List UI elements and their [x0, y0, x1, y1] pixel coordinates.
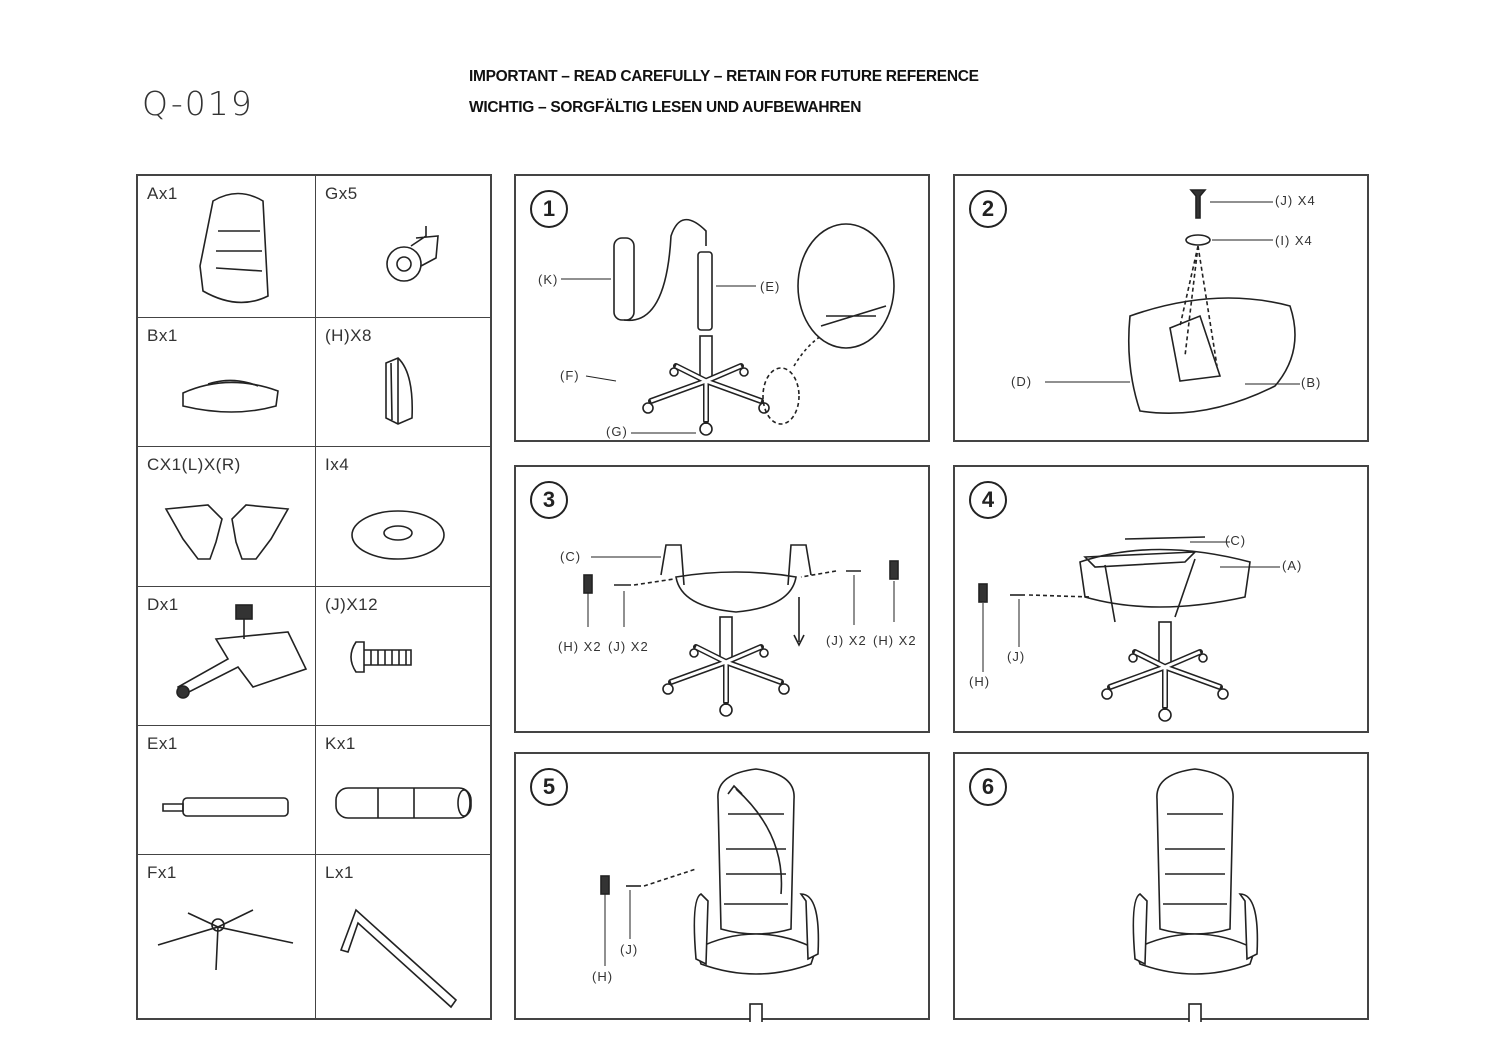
step-2-panel: 2 (J) X4 (I) X4 (D) (B): [953, 174, 1369, 442]
part-label: Dx1: [147, 595, 179, 614]
part-e-gas-lift: Ex1: [138, 726, 316, 855]
backrest-illustration: [199, 192, 269, 304]
gas-lift-illustration: [162, 797, 289, 817]
base-illustration: [157, 909, 294, 971]
part-c-armrests: CX1(L)X(R): [138, 447, 316, 587]
step-number: 6: [969, 768, 1007, 806]
part-d-mechanism: Dx1: [138, 587, 316, 726]
seat-illustration: [182, 379, 279, 413]
cap-illustration: [385, 357, 414, 425]
step-number: 2: [969, 190, 1007, 228]
callout-e: (E): [760, 279, 781, 294]
callout-h: (H): [969, 674, 991, 689]
cover-illustration: [335, 787, 472, 819]
callout-h-x2-right: (H) X2: [873, 633, 917, 648]
step-number: 5: [530, 768, 568, 806]
part-g-caster: Gx5: [316, 176, 492, 318]
callout-d: (D): [1011, 374, 1033, 389]
part-l-hex-key: Lx1: [316, 855, 492, 1020]
part-label: Ix4: [325, 455, 350, 474]
mechanism-illustration: [176, 604, 308, 699]
part-j-bolt: (J)X12: [316, 587, 492, 726]
callout-c: (C): [560, 549, 582, 564]
callout-j-x2-right: (J) X2: [826, 633, 867, 648]
part-i-washer: Ix4: [316, 447, 492, 587]
step-6-illustration: [955, 754, 1371, 1022]
part-label: Kx1: [325, 734, 356, 753]
hex-key-illustration: [339, 908, 458, 1009]
part-label: Bx1: [147, 326, 178, 345]
part-label: Gx5: [325, 184, 358, 203]
part-h-cap: (H)X8: [316, 318, 492, 447]
caster-illustration: [386, 226, 439, 282]
step-number: 1: [530, 190, 568, 228]
step-6-panel: 6: [953, 752, 1369, 1020]
callout-j: (J): [1007, 649, 1026, 664]
callout-a: (A): [1282, 558, 1303, 573]
step-2-illustration: [1045, 189, 1300, 414]
step-5-panel: 5 (H) (J): [514, 752, 930, 1020]
part-k-cover: Kx1: [316, 726, 492, 855]
armrests-illustration: [164, 504, 290, 560]
part-label: (H)X8: [325, 326, 372, 345]
callout-f: (F): [560, 368, 580, 383]
bolt-illustration: [350, 641, 412, 673]
part-label: (J)X12: [325, 595, 379, 614]
washer-illustration: [351, 510, 445, 560]
part-label: Ax1: [147, 184, 178, 203]
callout-h-x2-left: (H) X2: [558, 639, 602, 654]
step-3-illustration: [583, 544, 899, 735]
parts-list: Ax1 Gx5 Bx1 (H)X8 CX1(L)X(R) Ix4 Dx1: [136, 174, 492, 1020]
callout-k: (K): [538, 272, 559, 287]
model-number: Q-019: [142, 84, 254, 123]
callout-i-x4: (I) X4: [1275, 233, 1313, 248]
step-1-illustration: [561, 218, 895, 444]
step-1-panel: 1 (K) (E) (F) (G): [514, 174, 930, 442]
part-b-seat: Bx1: [138, 318, 316, 447]
callout-j-x2-left: (J) X2: [608, 639, 649, 654]
header-line-english: IMPORTANT – READ CAREFULLY – RETAIN FOR …: [469, 68, 979, 85]
part-f-base: Fx1: [138, 855, 316, 1020]
part-label: Lx1: [325, 863, 354, 882]
part-label: Fx1: [147, 863, 177, 882]
header-line-german: WICHTIG – SORGFÄLTIG LESEN UND AUFBEWAHR…: [469, 99, 862, 116]
callout-j-x4: (J) X4: [1275, 193, 1316, 208]
callout-g: (G): [606, 424, 628, 439]
part-label: Ex1: [147, 734, 178, 753]
step-3-panel: 3 (C) (H) X2 (J) X2 (J) X2 (H) X2: [514, 465, 930, 733]
part-a-backrest: Ax1: [138, 176, 316, 318]
callout-c: (C): [1225, 533, 1247, 548]
step-number: 4: [969, 481, 1007, 519]
callout-h: (H): [592, 969, 614, 984]
step-4-illustration: [978, 536, 1280, 735]
callout-j: (J): [620, 942, 639, 957]
step-number: 3: [530, 481, 568, 519]
callout-b: (B): [1301, 375, 1322, 390]
step-5-illustration: [600, 754, 932, 1022]
step-4-panel: 4 (C) (A) (H) (J): [953, 465, 1369, 733]
part-label: CX1(L)X(R): [147, 455, 241, 474]
